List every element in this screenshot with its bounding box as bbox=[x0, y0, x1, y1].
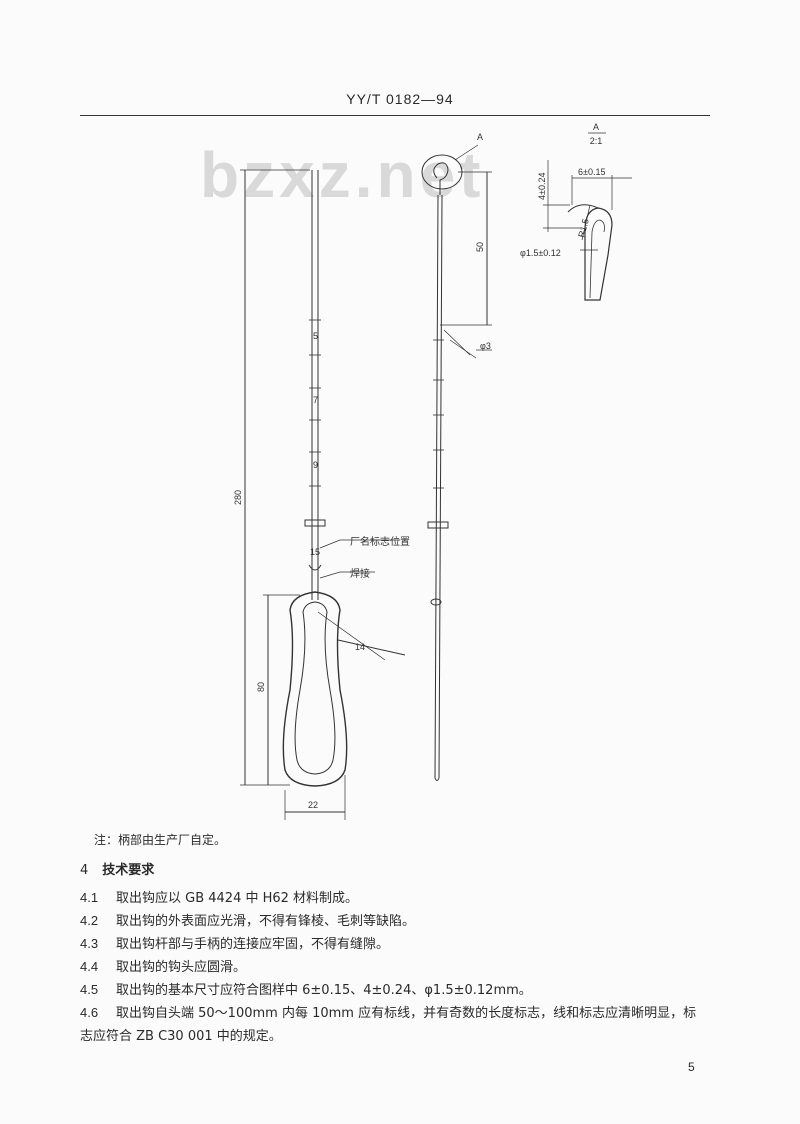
requirement-number: 4.3 bbox=[80, 936, 99, 951]
requirement-text: 取出钩的钩头应圆滑。 bbox=[116, 960, 247, 975]
hook-curl bbox=[433, 162, 449, 195]
requirement-item: 4.6 取出钩自头端 50～100mm 内每 10mm 应有标线，并有奇数的长度标… bbox=[80, 1001, 720, 1048]
dim-280: 280 bbox=[233, 490, 243, 505]
scale-mark-9: 9 bbox=[313, 460, 318, 470]
left-hook-view bbox=[240, 169, 406, 820]
scale-mark-15: 15 bbox=[310, 547, 320, 557]
dim-80: 80 bbox=[256, 682, 266, 692]
requirement-item: 4.5 取出钩的基本尺寸应符合图样中 6±0.15、4±0.24、φ1.5±0.1… bbox=[80, 978, 720, 1002]
technical-drawing: A 2:1 A 6±0.15 4±0.24 φ1.5±0.12 R1.5 50 … bbox=[233, 122, 632, 820]
scale-mark-5: 5 bbox=[313, 331, 318, 341]
detail-hook-outline bbox=[584, 207, 613, 301]
figure-note: 注：柄部由生产厂自定。 bbox=[94, 833, 227, 847]
dim-line-14 bbox=[337, 639, 406, 656]
dim-22: 22 bbox=[308, 800, 318, 810]
page-number: 5 bbox=[688, 1060, 695, 1074]
dim-50: 50 bbox=[475, 242, 485, 252]
dim-radius: R1.5 bbox=[576, 218, 591, 239]
dim-head-width: 6±0.15 bbox=[578, 167, 605, 177]
view-marker: A bbox=[477, 132, 483, 142]
hook-head-circle bbox=[421, 154, 463, 190]
dim-head-height: 4±0.24 bbox=[537, 173, 547, 200]
requirement-item: 4.4 取出钩的钩头应圆滑。 bbox=[80, 955, 720, 979]
weld-mark bbox=[308, 564, 322, 571]
view-a-leader bbox=[454, 144, 479, 161]
callout-weld: 焊接 bbox=[350, 567, 370, 580]
detail-label: A bbox=[593, 122, 599, 132]
handle-outer bbox=[282, 591, 348, 787]
side-rod-left bbox=[434, 194, 439, 779]
side-weld bbox=[430, 598, 442, 606]
detail-a-view bbox=[543, 132, 632, 301]
scale-mark-7: 7 bbox=[313, 395, 318, 405]
header-rule bbox=[80, 115, 710, 116]
requirement-text: 取出钩应以 GB 4424 中 H62 材料制成。 bbox=[116, 891, 359, 906]
requirement-text-continued: 志应符合 ZB C30 001 中的规定。 bbox=[80, 1029, 282, 1044]
requirement-item: 4.1 取出钩应以 GB 4424 中 H62 材料制成。 bbox=[80, 886, 720, 910]
dim-14: 14 bbox=[355, 642, 365, 652]
rod-graduations bbox=[309, 319, 321, 487]
requirement-text: 取出钩的基本尺寸应符合图样中 6±0.15、4±0.24、φ1.5±0.12mm… bbox=[116, 983, 532, 998]
requirement-number: 4.2 bbox=[80, 913, 99, 928]
section-title: 技术要求 bbox=[102, 863, 155, 878]
dim-wire-dia: φ1.5±0.12 bbox=[520, 248, 561, 258]
callout-mark-position: 厂名标志位置 bbox=[350, 535, 410, 548]
rod-collar bbox=[304, 519, 326, 527]
standard-code: YY/T 0182—94 bbox=[346, 91, 454, 107]
requirement-item: 4.2 取出钩的外表面应光滑，不得有锋棱、毛刺等缺陷。 bbox=[80, 909, 720, 933]
requirement-number: 4.4 bbox=[80, 959, 99, 974]
requirement-number: 4.5 bbox=[80, 982, 99, 997]
side-graduations bbox=[433, 339, 444, 489]
handle-inner bbox=[294, 601, 336, 775]
requirement-text: 取出钩自头端 50～100mm 内每 10mm 应有标线，并有奇数的长度标志，线… bbox=[116, 1006, 697, 1021]
side-view bbox=[421, 144, 492, 781]
detail-scale: 2:1 bbox=[590, 136, 603, 146]
section-heading: 4 技术要求 bbox=[80, 859, 154, 878]
side-collar bbox=[427, 521, 449, 529]
watermark: bzxz.net bbox=[200, 139, 485, 211]
requirement-item: 4.3 取出钩杆部与手柄的连接应牢固，不得有缝隙。 bbox=[80, 932, 720, 956]
requirement-number: 4.6 bbox=[80, 1005, 99, 1020]
requirement-text: 取出钩的外表面应光滑，不得有锋棱、毛刺等缺陷。 bbox=[116, 914, 416, 929]
dim-phi3: φ3 bbox=[480, 341, 491, 351]
leader-mark bbox=[319, 539, 400, 549]
requirement-text: 取出钩杆部与手柄的连接应牢固，不得有缝隙。 bbox=[116, 937, 390, 952]
requirement-number: 4.1 bbox=[80, 890, 99, 905]
leader-weld bbox=[319, 571, 375, 579]
side-rod-right bbox=[438, 194, 443, 779]
section-number: 4 bbox=[80, 863, 89, 878]
